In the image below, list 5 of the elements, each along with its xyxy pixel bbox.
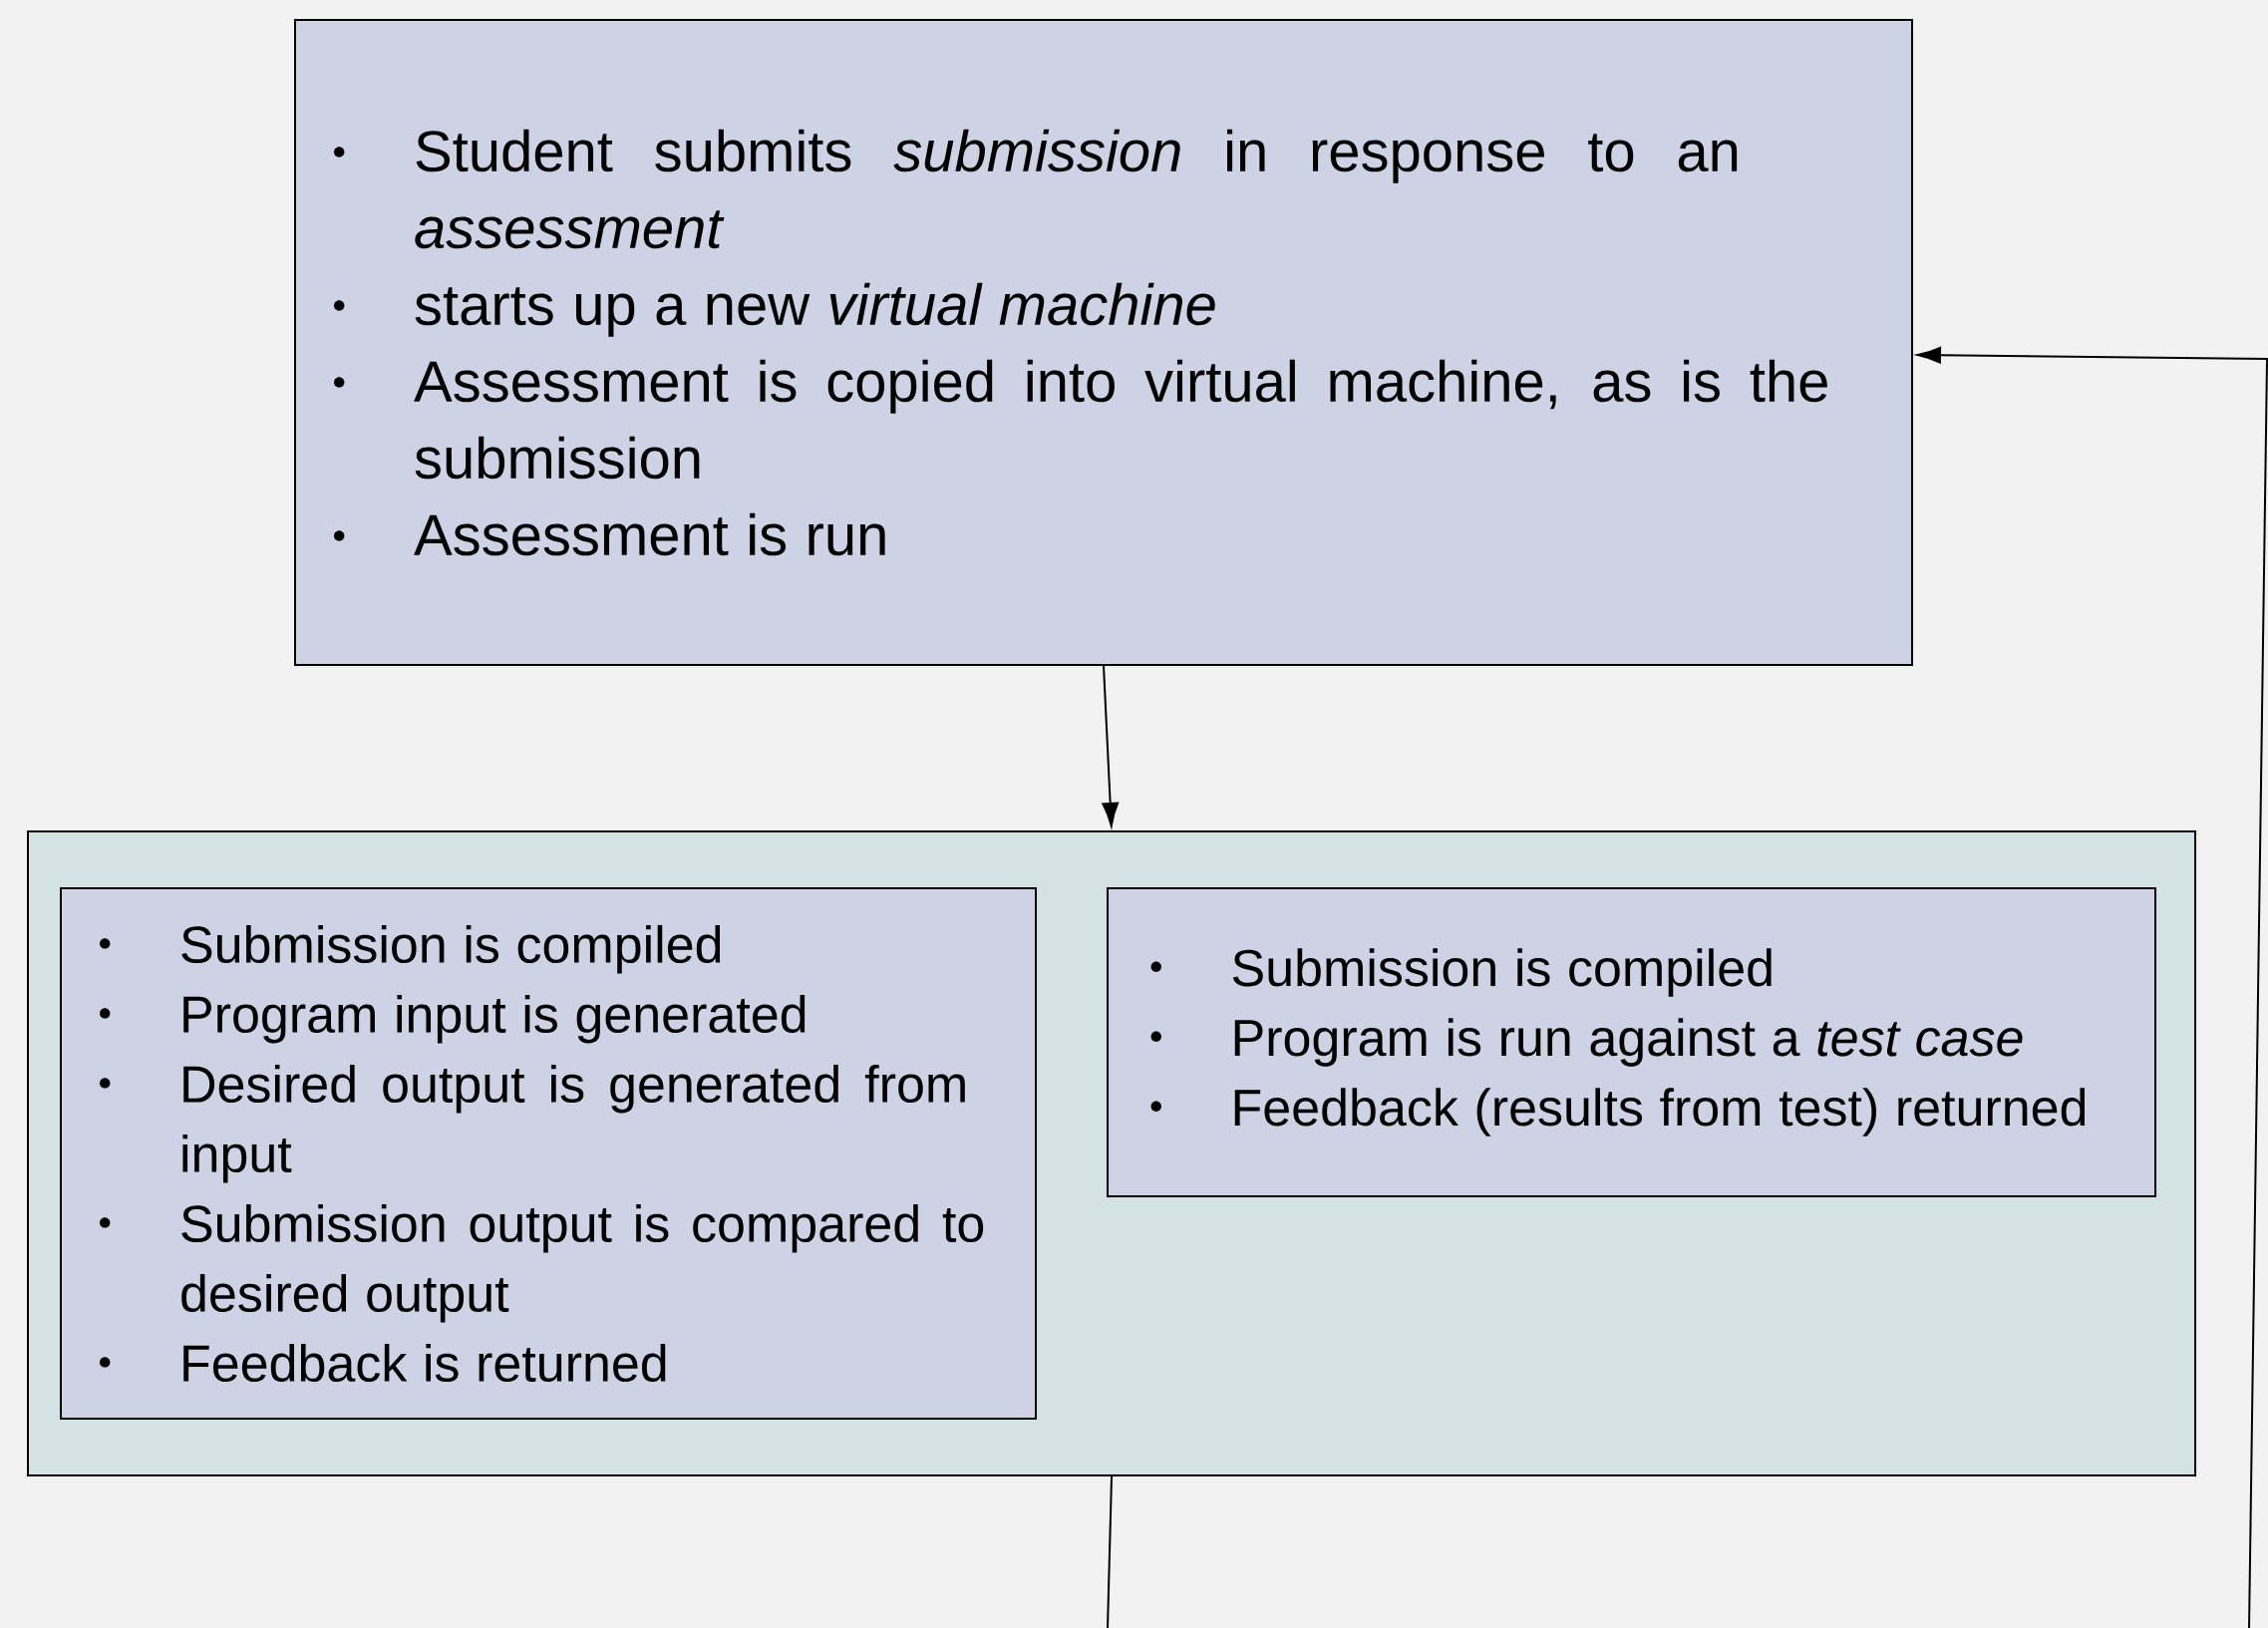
process-box: Submission is compiled Program input is generated Desired output is generated from input Submission output is compared to desired output Feedback is returned: [60, 887, 1037, 1420]
arrow: [1102, 665, 1120, 827]
arrow: [1916, 346, 2268, 1628]
process-box: Student submits submission in response to an assessment starts up a new virtual machine Assessment is copied into virtual machine, as is the submission Assessment is run: [294, 19, 1913, 666]
process-box: Submission is compiled Program is run against a test case Feedback (results from test) returned: [1107, 887, 2157, 1197]
